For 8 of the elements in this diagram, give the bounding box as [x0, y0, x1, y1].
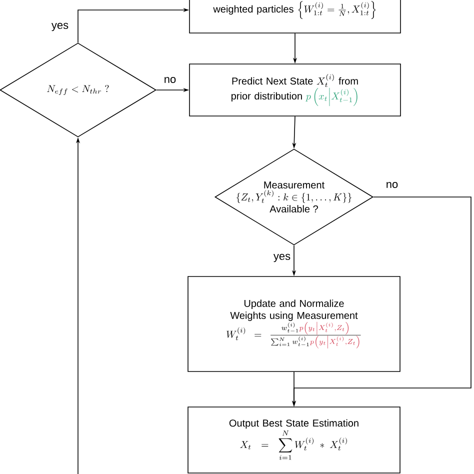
process-box: Output Best State Estimation $X_t=\sum_{i=1}^{N}W_t^{(i)}*X_t^{(i)}$	[188, 406, 400, 474]
edge-label: yes	[50, 22, 70, 32]
process-box: Update and Normalize Weights using Measurement $W_t^{(i)}=\frac{w_{t-1}^{(i)}\textcolor[HTML]{D23A4F}{p\left(y_t\middle|X_t^{(i)},Z_t\right)}}{\sum_{i=1}^{N}w_{t-1}^{(i)}\textcolor[HTML]{D23A4F}{p\left(y_t\middle|X_t^{(i)},Z_t\right)}}$	[188, 276, 400, 372]
process-box: weighted particles $\left\{W_{1:t}^{(i)}=\frac{1}{N},X_{1:t}^{(i)}\right\}$	[189, 0, 401, 34]
edge-label: no	[162, 76, 178, 84]
edge-label: no	[384, 181, 400, 190]
edge-label: yes	[272, 252, 292, 264]
process-box: Predict Next State $X_t^{(i)}$ from prior distribution $p\left(x_t\middle|X_{t-1}^{(i)}\right)$	[189, 64, 401, 116]
